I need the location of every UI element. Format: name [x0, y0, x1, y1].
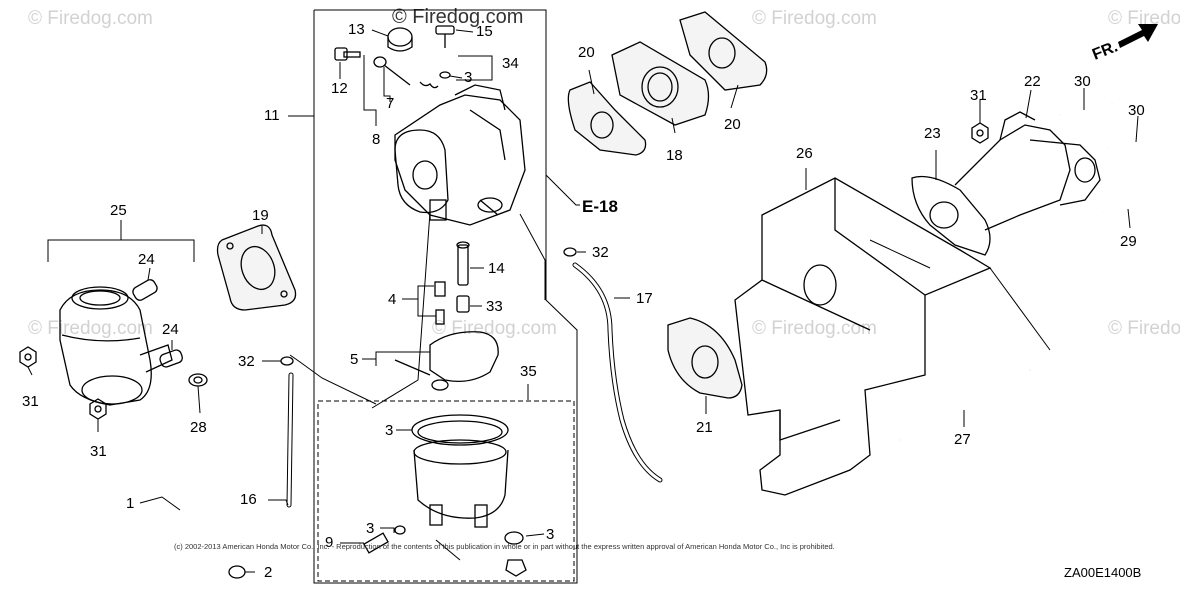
- nut-31-left: [19, 346, 37, 368]
- header-watermark: © Firedog.com: [392, 6, 524, 28]
- callout-25: 25: [110, 202, 127, 219]
- gasket-19: [216, 224, 297, 311]
- tube-clip-32-right: [563, 247, 577, 257]
- breather-hose-1: [170, 385, 260, 575]
- reference-label-e18: E-18: [582, 197, 618, 216]
- drain-cap: [505, 559, 527, 577]
- callout-3-chamber: 3: [385, 422, 394, 439]
- nut-31-right: [971, 122, 989, 144]
- drain-screw-9: [363, 532, 389, 554]
- screw-12: [334, 47, 361, 61]
- watermark: © Firedog.com: [28, 318, 153, 339]
- o-ring-3-bottom: [394, 525, 524, 545]
- stud-bolt-30-lower: [1107, 138, 1161, 150]
- pilot-screw-7: [373, 56, 439, 89]
- screw-15: [435, 25, 455, 48]
- callout-30-lower: 30: [1128, 102, 1145, 119]
- main-jet-33: [456, 295, 470, 313]
- callout-31-left: 31: [22, 393, 39, 410]
- callout-14: 14: [488, 260, 505, 277]
- callout-26: 26: [796, 145, 813, 162]
- callout-4: 4: [388, 291, 397, 308]
- callout-20-right: 20: [724, 116, 741, 133]
- callout-16: 16: [240, 491, 257, 508]
- callout-13: 13: [348, 21, 365, 38]
- callout-23: 23: [924, 125, 941, 142]
- stud-bolt-29: [1102, 204, 1151, 214]
- callout-7: 7: [386, 95, 395, 112]
- watermark: © Firedog.com: [28, 8, 153, 29]
- callout-32-right: 32: [592, 244, 609, 261]
- insulator-18: [611, 41, 710, 126]
- watermark: © Firedog.com: [752, 8, 877, 29]
- callout-31-right: 31: [970, 87, 987, 104]
- callout-5: 5: [350, 351, 359, 368]
- float-valve-4: [434, 281, 446, 325]
- float-5: [394, 331, 499, 391]
- watermark: © Firedo: [1108, 8, 1180, 29]
- callout-18: 18: [666, 147, 683, 164]
- callout-31-bottom: 31: [90, 443, 107, 460]
- hose-clip-28: [188, 373, 208, 387]
- tube-24-lower: [159, 349, 183, 368]
- callout-34: 34: [502, 55, 519, 72]
- carburetor-body: [394, 84, 526, 226]
- watermark: © Firedo: [1108, 318, 1180, 339]
- callout-15: 15: [476, 23, 493, 40]
- callout-3-bottom: 3: [546, 526, 555, 543]
- stud-bolt-27: [899, 368, 1031, 442]
- callout-17: 17: [636, 290, 653, 307]
- gasket-20-left: [567, 81, 647, 156]
- callout-33: 33: [486, 298, 503, 315]
- callout-24-upper: 24: [138, 251, 155, 268]
- gasket-21: [667, 317, 743, 399]
- callout-9: 9: [325, 534, 334, 551]
- callout-12: 12: [331, 80, 348, 97]
- diagram-code: ZA00E1400B: [1064, 565, 1142, 580]
- callout-1: 1: [126, 495, 135, 512]
- callout-3-screw: 3: [366, 520, 375, 537]
- callout-22: 22: [1024, 73, 1041, 90]
- callout-28: 28: [190, 419, 207, 436]
- watermark: © Firedog.com: [752, 318, 877, 339]
- callout-27: 27: [954, 431, 971, 448]
- o-ring-3-top: [439, 71, 451, 79]
- hose-clip-2: [228, 565, 246, 579]
- callout-20-left: 20: [578, 44, 595, 61]
- watermark: © Firedog.com: [432, 318, 557, 339]
- float-chamber-35: [411, 414, 509, 528]
- copyright-notice: (c) 2002-2013 American Honda Motor Co., …: [174, 542, 835, 551]
- joint-group-bracket: [47, 239, 195, 262]
- callout-24-lower: 24: [162, 321, 179, 338]
- tube-24-upper: [132, 279, 158, 301]
- stud-bolt-30-upper: [1059, 101, 1113, 117]
- leader-lines: [27, 29, 1139, 573]
- carburetor-assembly-bracket: [313, 9, 578, 584]
- callout-19: 19: [252, 207, 269, 224]
- callout-2: 2: [264, 564, 273, 581]
- cap-13: [387, 27, 413, 52]
- callout-32-left: 32: [238, 353, 255, 370]
- fuel-tube-16: [286, 372, 294, 508]
- carburetor-joint: [59, 286, 173, 406]
- intake-manifold-23: [911, 111, 1101, 256]
- callout-21: 21: [696, 419, 713, 436]
- tube-clip-32-left: [280, 356, 294, 366]
- callout-30-upper: 30: [1074, 73, 1091, 90]
- front-direction-arrow: [1118, 24, 1158, 48]
- fuel-tube-17: [572, 262, 663, 483]
- callout-3-top: 3: [464, 69, 473, 86]
- callout-11: 11: [264, 107, 280, 124]
- callout-35: 35: [520, 363, 537, 380]
- main-nozzle-14: [456, 241, 470, 286]
- nut-31-bottom: [89, 398, 107, 420]
- gasket-20-right: [679, 11, 768, 91]
- callout-29: 29: [1120, 233, 1137, 250]
- air-guide-26: [734, 177, 992, 496]
- callout-8: 8: [372, 131, 381, 148]
- float-chamber-kit-box: [317, 400, 575, 582]
